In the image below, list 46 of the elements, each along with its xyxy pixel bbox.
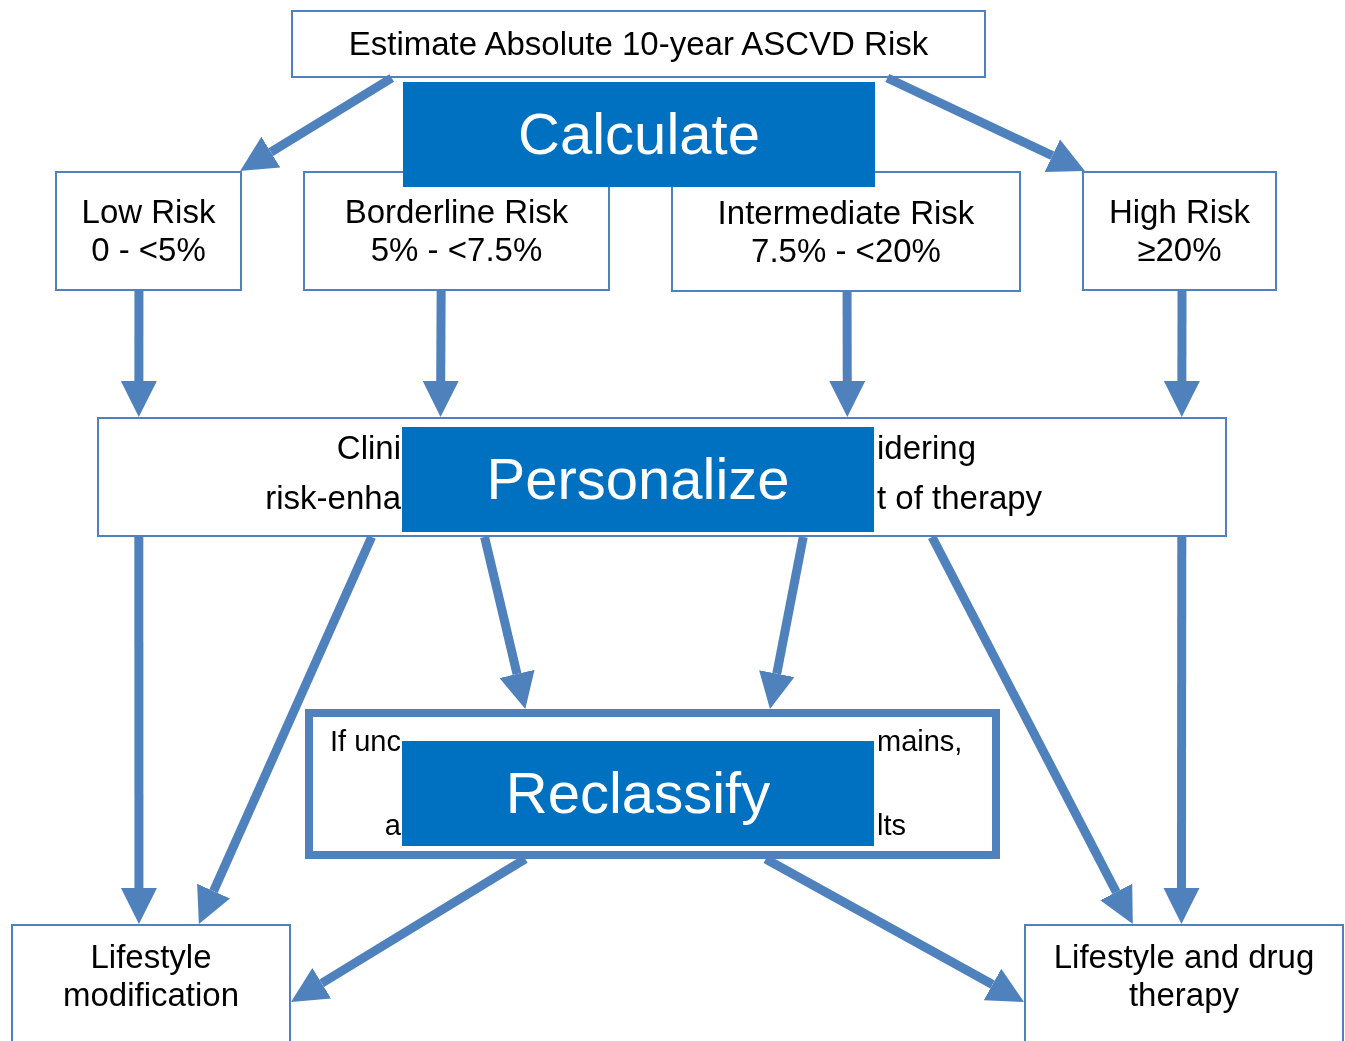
arrow	[422, 291, 459, 417]
node-text: ≥20%	[1137, 231, 1222, 269]
arrow	[1163, 537, 1200, 924]
node-text: Intermediate Risk	[717, 193, 975, 232]
arrow	[885, 73, 1085, 172]
title-banner	[403, 82, 875, 187]
arrow	[1163, 291, 1200, 417]
node-text: idering	[877, 429, 977, 467]
arrow	[240, 74, 395, 171]
arrow	[829, 292, 866, 417]
process-box	[55, 171, 242, 291]
node-text: Lifestyle modification	[61, 938, 241, 1014]
node-text: Clini	[336, 429, 401, 467]
banner-text: Calculate	[518, 101, 760, 168]
process-box	[303, 171, 610, 291]
node-text: a	[384, 809, 401, 843]
node-text: Low Risk	[81, 193, 216, 231]
node-text: risk-enha	[265, 479, 401, 517]
arrow	[480, 535, 535, 709]
process-box	[291, 10, 986, 78]
node-text: 0 - <5%	[91, 231, 206, 269]
title-banner	[402, 741, 874, 846]
node-text: mains,	[877, 725, 963, 759]
node-text: t of therapy	[877, 479, 1043, 517]
arrow	[197, 535, 376, 924]
arrow	[120, 537, 157, 924]
banner-text: Reclassify	[505, 760, 771, 827]
arrow	[928, 534, 1133, 924]
node-text: Lifestyle and drug therapy	[1052, 938, 1316, 1014]
node-text: If unc	[330, 725, 401, 759]
banner-text: Personalize	[486, 446, 790, 513]
title-banner	[402, 427, 874, 532]
node-text: lts	[877, 809, 906, 843]
arrow	[120, 291, 157, 417]
node-text: High Risk	[1108, 193, 1251, 231]
arrow	[759, 536, 808, 709]
process-box	[97, 417, 1227, 537]
process-box	[1082, 171, 1277, 291]
process-box	[11, 924, 291, 1041]
node-text: 5% - <7.5%	[370, 231, 543, 269]
node-text: Borderline Risk	[344, 193, 569, 231]
process-box	[305, 709, 1000, 859]
process-box	[1024, 924, 1344, 1041]
process-box	[671, 171, 1021, 292]
node-text: 7.5% - <20%	[751, 231, 941, 270]
node-text: Estimate Absolute 10-year ASCVD Risk	[348, 25, 929, 63]
